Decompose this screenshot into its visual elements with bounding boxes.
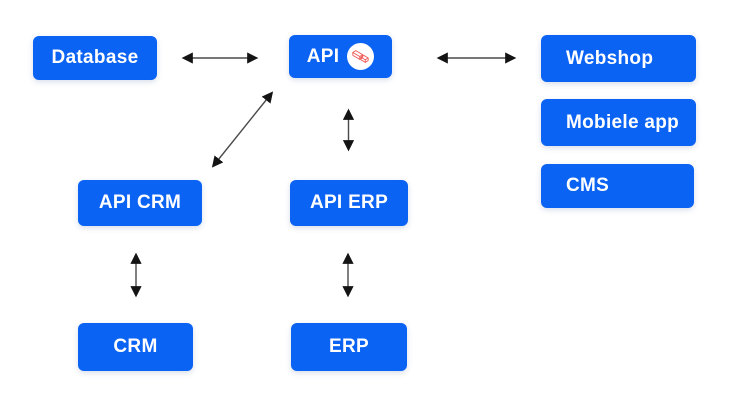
node-api-crm: API CRM: [78, 180, 202, 226]
node-crm: CRM: [78, 323, 193, 371]
node-api-label: API: [306, 45, 340, 67]
node-database-label: Database: [51, 47, 139, 68]
node-erp: ERP: [291, 323, 407, 371]
laravel-icon: [347, 43, 375, 70]
node-cms: CMS: [541, 164, 694, 208]
node-api-erp: API ERP: [290, 180, 408, 226]
node-api: API: [289, 35, 392, 78]
node-cms-label: CMS: [566, 175, 610, 196]
node-api-erp-label: API ERP: [309, 192, 389, 213]
node-crm-label: CRM: [113, 336, 158, 357]
node-database: Database: [33, 36, 157, 80]
node-api-crm-label: API CRM: [98, 192, 182, 213]
node-mobiele-app: Mobiele app: [541, 99, 696, 146]
node-mobiele-app-label: Mobiele app: [566, 111, 680, 133]
arrow-api-apicrm: [211, 91, 274, 168]
node-webshop-label: Webshop: [566, 47, 654, 69]
node-erp-label: ERP: [329, 336, 369, 357]
node-webshop: Webshop: [541, 35, 696, 82]
